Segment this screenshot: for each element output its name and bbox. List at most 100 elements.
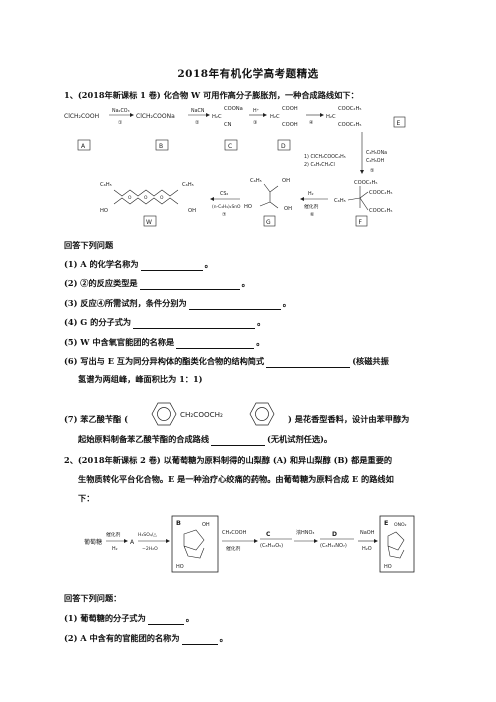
svg-text:OH: OH bbox=[284, 206, 292, 212]
svg-text:CH₂COOCH₂: CH₂COOCH₂ bbox=[180, 410, 223, 419]
svg-text:⑥: ⑥ bbox=[310, 212, 315, 218]
svg-text:C₆H₅: C₆H₅ bbox=[250, 178, 262, 184]
svg-text:C₂H₅ONa: C₂H₅ONa bbox=[366, 150, 387, 156]
q1-item-3: (3) 反应④所需试剂，条件分别为。 bbox=[64, 298, 291, 310]
svg-text:COOH: COOH bbox=[282, 106, 298, 112]
q1-header: 1、(2018年新课标 1 卷) 化合物 W 可用作高分子膨胀剂，一种合成路线如… bbox=[64, 90, 359, 100]
svg-text:HO: HO bbox=[100, 208, 108, 214]
svg-text:D: D bbox=[281, 143, 286, 150]
svg-text:COOC₂H₅: COOC₂H₅ bbox=[338, 106, 361, 112]
q2-synthesis-scheme: 葡萄糖 催化剂 H₂ A H₂SO₄/△ −2H₂O B OH HO CH₃CO… bbox=[84, 515, 415, 573]
svg-text:HO: HO bbox=[176, 564, 184, 570]
svg-text:H₂SO₄/△: H₂SO₄/△ bbox=[138, 532, 157, 538]
q1-item-7: (7) 苯乙酸苄酯 ( bbox=[64, 414, 128, 424]
svg-text:①: ① bbox=[118, 120, 123, 126]
q2-item-1: (1) 葡萄糖的分子式为。 bbox=[64, 613, 194, 625]
svg-text:H₂C: H₂C bbox=[212, 114, 222, 120]
svg-text:(C₈H₁₂O₅): (C₈H₁₂O₅) bbox=[260, 543, 283, 549]
svg-text:O: O bbox=[144, 195, 148, 201]
svg-text:W: W bbox=[146, 219, 152, 226]
svg-text:C₆H₅: C₆H₅ bbox=[334, 198, 346, 204]
svg-text:O: O bbox=[128, 195, 132, 201]
q2-header-1: 2、(2018年新课标 2 卷) 以葡萄糖为原料制得的山梨醇 (A) 和异山梨醇… bbox=[64, 455, 393, 465]
svg-text:COOC₂H₅: COOC₂H₅ bbox=[354, 180, 377, 186]
q2-prompt: 回答下列问题： bbox=[64, 593, 122, 603]
svg-text:C₂H₅OH: C₂H₅OH bbox=[366, 158, 385, 164]
svg-text:催化剂: 催化剂 bbox=[226, 545, 241, 552]
svg-text:2) C₆H₅CH₂Cl: 2) C₆H₅CH₂Cl bbox=[304, 162, 335, 168]
svg-text:⑤: ⑤ bbox=[370, 168, 374, 174]
page-title: 2018年有机化学高考题精选 bbox=[177, 68, 319, 80]
svg-text:COONa: COONa bbox=[224, 106, 243, 112]
answer-blank[interactable] bbox=[133, 318, 256, 329]
svg-text:NaOH: NaOH bbox=[360, 530, 375, 536]
svg-text:C₆H₅: C₆H₅ bbox=[100, 182, 112, 188]
svg-text:(C₈H₁₁NO₇): (C₈H₁₁NO₇) bbox=[320, 543, 347, 549]
svg-text:H₂: H₂ bbox=[112, 546, 118, 552]
svg-text:ONO₂: ONO₂ bbox=[394, 522, 407, 528]
q1-s1: ClCH₂COOH bbox=[64, 113, 99, 120]
svg-text:⑦: ⑦ bbox=[222, 212, 227, 218]
svg-text:葡萄糖: 葡萄糖 bbox=[84, 538, 102, 546]
answer-blank[interactable] bbox=[266, 357, 351, 368]
svg-text:HO: HO bbox=[384, 564, 392, 570]
answer-blank[interactable] bbox=[140, 260, 203, 271]
svg-text:H₂C: H₂C bbox=[270, 114, 280, 120]
q1-prompt: 回答下列问题 bbox=[64, 240, 114, 250]
svg-text:−2H₂O: −2H₂O bbox=[142, 546, 158, 552]
svg-text:OH: OH bbox=[202, 522, 210, 528]
svg-text:D: D bbox=[332, 531, 337, 538]
answer-blank[interactable] bbox=[188, 299, 281, 310]
svg-text:1) ClCH₂COOC₂H₅: 1) ClCH₂COOC₂H₅ bbox=[304, 154, 346, 160]
svg-text:H₂C: H₂C bbox=[326, 114, 336, 120]
q2-item-2: (2) A 中含有的官能团的名称为。 bbox=[64, 633, 228, 645]
svg-text:G: G bbox=[266, 219, 271, 226]
svg-text:E: E bbox=[397, 120, 401, 127]
svg-text:C: C bbox=[266, 531, 271, 538]
q1-item-7-cont: 起始原料制备苯乙酸苄酯的合成路线(无机试剂任选)。 bbox=[78, 434, 333, 446]
svg-text:H₂: H₂ bbox=[308, 191, 314, 197]
q1-item-1: (1) A 的化学名称为。 bbox=[64, 259, 213, 271]
q1-s2: ClCH₂COONa bbox=[136, 113, 175, 120]
svg-text:Na₂CO₃: Na₂CO₃ bbox=[112, 108, 130, 114]
svg-text:浓HNO₃: 浓HNO₃ bbox=[296, 529, 314, 536]
svg-text:②: ② bbox=[195, 120, 200, 126]
svg-text:催化剂: 催化剂 bbox=[106, 531, 121, 538]
answer-blank[interactable] bbox=[139, 279, 240, 290]
svg-text:OH: OH bbox=[188, 208, 196, 214]
answer-blank[interactable] bbox=[181, 634, 218, 645]
svg-text:B: B bbox=[159, 143, 163, 150]
svg-text:COOC₂H₅: COOC₂H₅ bbox=[338, 122, 361, 128]
q1-item-7-post: ) 是花香型香料，设计由苯甲醇为 bbox=[288, 414, 410, 424]
benzyl-phenylacetate-structure: CH₂COOCH₂ bbox=[151, 402, 275, 426]
q1-item-4: (4) G 的分子式为。 bbox=[64, 317, 266, 329]
answer-blank[interactable] bbox=[211, 435, 266, 446]
q1-item-5: (5) W 中含氧官能团的名称是。 bbox=[64, 337, 265, 349]
svg-text:B: B bbox=[176, 519, 181, 527]
answer-blank[interactable] bbox=[147, 614, 184, 625]
q2-header-3: 下： bbox=[78, 493, 95, 503]
svg-text:CN: CN bbox=[224, 122, 232, 128]
q1-item-6-cont: 氢谱为两组峰，峰面积比为 1：1) bbox=[78, 374, 203, 384]
svg-text:③: ③ bbox=[253, 120, 257, 126]
q1-item-6: (6) 写出与 E 互为同分异构体的酯类化合物的结构简式(核磁共振 bbox=[64, 356, 389, 368]
svg-text:CH₃COOH: CH₃COOH bbox=[222, 530, 247, 536]
svg-text:H⁺: H⁺ bbox=[253, 108, 260, 114]
svg-text:NaCN: NaCN bbox=[191, 108, 205, 114]
svg-text:CS₂: CS₂ bbox=[220, 191, 228, 197]
svg-text:OH: OH bbox=[282, 178, 290, 184]
svg-text:COOC₂H₅: COOC₂H₅ bbox=[369, 190, 392, 196]
svg-text:A: A bbox=[81, 143, 86, 150]
svg-text:O: O bbox=[160, 195, 164, 201]
svg-text:COOC₂H₅: COOC₂H₅ bbox=[369, 208, 392, 214]
svg-text:C₆H₅: C₆H₅ bbox=[182, 182, 194, 188]
svg-text:HO: HO bbox=[244, 204, 252, 210]
q1-synthesis-scheme: ClCH₂COOH Na₂CO₃ ① ClCH₂COONa NaCN ② COO… bbox=[64, 106, 406, 227]
q1-item-2: (2) ②的反应类型是。 bbox=[64, 278, 250, 290]
svg-text:④: ④ bbox=[309, 120, 314, 126]
svg-text:E: E bbox=[384, 519, 388, 527]
svg-text:A: A bbox=[130, 539, 135, 546]
answer-blank[interactable] bbox=[176, 338, 255, 349]
svg-text:F: F bbox=[359, 219, 363, 226]
